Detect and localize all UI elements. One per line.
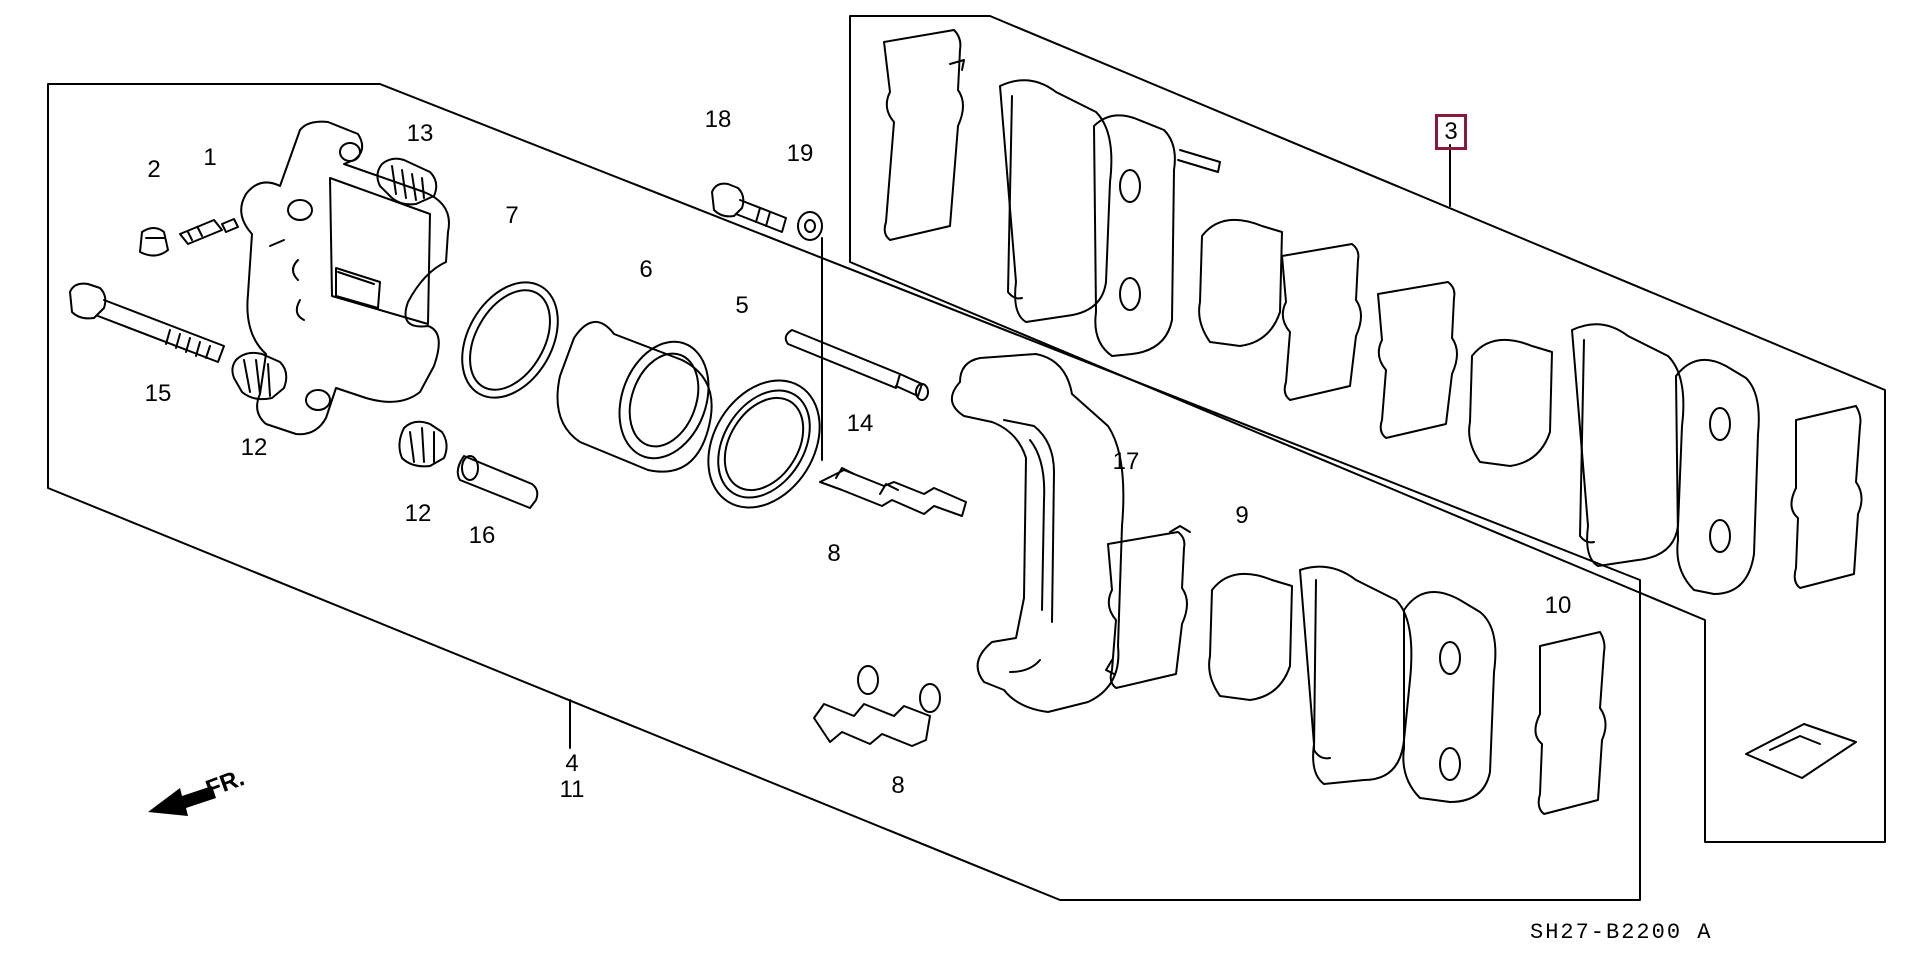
callout-11[interactable]: 11: [559, 776, 585, 803]
callout-6[interactable]: 6: [639, 256, 653, 283]
brake-pad-inner-lower: [1402, 591, 1497, 803]
callout-18[interactable]: 18: [704, 106, 732, 133]
front-direction-arrow: [148, 786, 216, 816]
caliper-piston: [556, 321, 713, 473]
piston-seal: [461, 281, 559, 399]
callout-5[interactable]: 5: [735, 292, 749, 319]
pad-retainer-clip-upper: [819, 467, 967, 517]
callout-9[interactable]: 9: [1235, 502, 1249, 529]
caliper-assembly-frame: [47, 83, 1641, 901]
washer: [797, 211, 823, 241]
callout-19[interactable]: 19: [786, 140, 814, 167]
pad-set-shim-d: [1377, 281, 1458, 439]
pad-set-shim-b: [1198, 219, 1283, 347]
callout-3-highlighted[interactable]: 3: [1435, 114, 1467, 150]
pad-set-shim-a: [883, 29, 965, 241]
guide-pin-long: [784, 329, 929, 401]
callout-14[interactable]: 14: [846, 410, 874, 437]
pin-boot-left: [231, 351, 288, 401]
guide-bolt-long: [69, 282, 225, 363]
callout-13[interactable]: 13: [406, 120, 434, 147]
callout-7[interactable]: 7: [505, 202, 519, 229]
caliper-body: [240, 120, 450, 436]
callout-12-upper[interactable]: 12: [240, 434, 268, 461]
callout-8-lower[interactable]: 8: [891, 772, 905, 799]
pad-retainer-clip-lower: [813, 665, 941, 747]
callout-12-lower[interactable]: 12: [404, 500, 432, 527]
diagram-code: SH27-B2200 A: [1530, 920, 1713, 945]
pad-shim-inner: [1208, 573, 1293, 701]
pad-set-shim-e: [1468, 339, 1553, 467]
pad-set-frame: [849, 15, 1886, 843]
grease-packet: [1745, 723, 1857, 779]
bleeder-cap: [139, 227, 169, 257]
callout-4[interactable]: 4: [565, 750, 579, 777]
guide-pin-short: [456, 455, 539, 509]
brake-pad-outer-lower: [1299, 565, 1413, 785]
pad-shim-10: [1534, 631, 1607, 815]
callout-1[interactable]: 1: [203, 144, 217, 171]
caliper-bracket: [951, 353, 1125, 713]
piston-dust-boot: [707, 379, 821, 509]
pad-set-shim-c: [1281, 243, 1362, 401]
pad-set-pad-c: [1571, 323, 1685, 567]
pad-set-pad-b: [1093, 114, 1221, 357]
callout-16[interactable]: 16: [468, 522, 496, 549]
mounting-bolt: [711, 182, 787, 233]
pad-set-pad-a: [999, 79, 1113, 323]
pin-boot-lower: [398, 420, 448, 468]
callout-15[interactable]: 15: [144, 380, 172, 407]
pad-set-pad-d: [1675, 358, 1760, 595]
bleeder-screw: [179, 218, 239, 245]
callout-10[interactable]: 10: [1544, 592, 1572, 619]
pin-boot-upper: [376, 157, 438, 206]
pad-set-shim-f: [1790, 405, 1863, 589]
pad-shim-outer: [1105, 525, 1191, 689]
callout-17[interactable]: 17: [1112, 448, 1140, 475]
callout-2[interactable]: 2: [147, 156, 161, 183]
callout-8-upper[interactable]: 8: [827, 540, 841, 567]
